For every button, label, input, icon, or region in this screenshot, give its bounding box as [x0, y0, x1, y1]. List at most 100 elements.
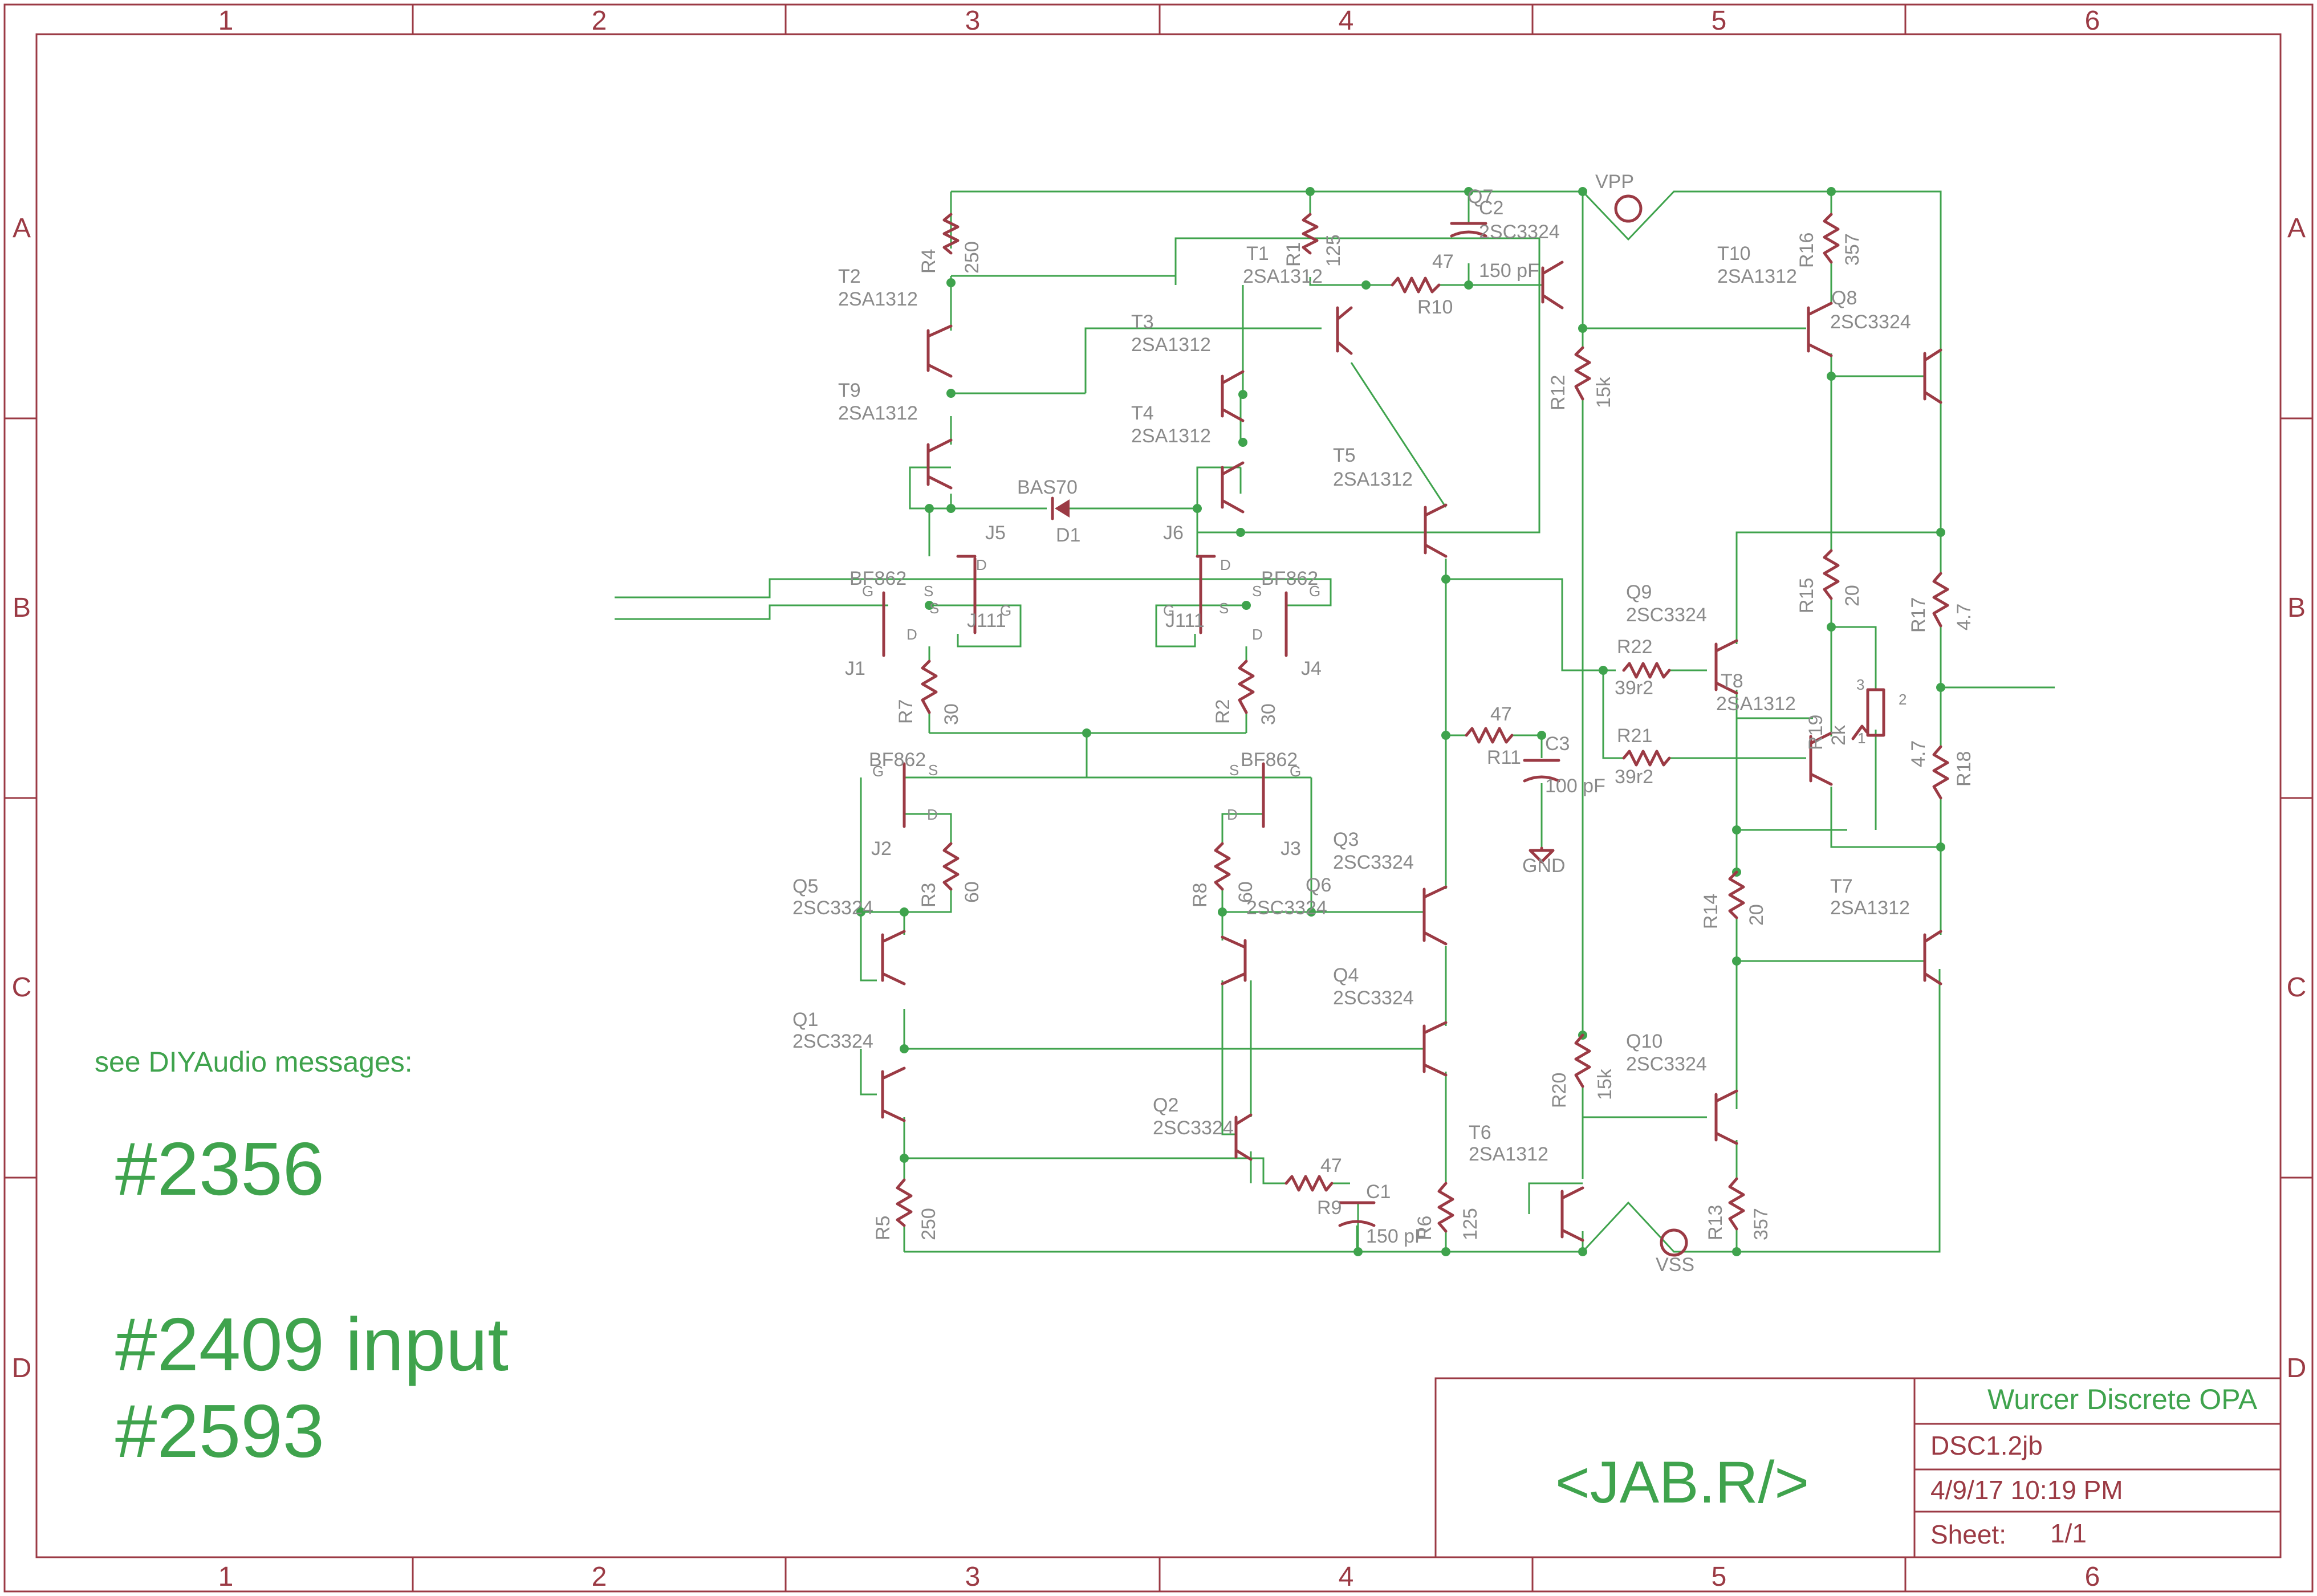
- transistor-q5: [881, 930, 906, 986]
- transistor-t8: [1809, 731, 1833, 786]
- transistor-q2: [1234, 1113, 1253, 1161]
- zone-col-1-bottom: 1: [218, 1562, 234, 1592]
- label-t9-ref: T9: [838, 380, 861, 401]
- zone-row-c-right: C: [2287, 972, 2307, 1003]
- label-r13-ref: R13: [1705, 1205, 1726, 1240]
- sheet-label: Sheet:: [1930, 1520, 2006, 1549]
- label-c3-ref: C3: [1545, 733, 1570, 755]
- drawing-name: DSC1.2jb: [1930, 1431, 2043, 1460]
- pin-j5-g: G: [1000, 602, 1011, 619]
- label-d1-ref: D1: [1056, 524, 1080, 546]
- resistor-r6: [1437, 1182, 1454, 1233]
- resistor-r3: [942, 842, 960, 891]
- label-r17-value: 4.7: [1953, 604, 1975, 630]
- pin-r19-2: 2: [1899, 691, 1907, 708]
- resistor-r10: [1391, 276, 1441, 294]
- label-r1-value: 125: [1323, 234, 1344, 267]
- label-t8-value: 2SA1312: [1716, 693, 1796, 715]
- pin-j3-g: G: [1290, 763, 1301, 780]
- label-c1-value: 150 pF: [1366, 1226, 1426, 1247]
- resistor-r1: [1302, 213, 1319, 255]
- zone-row-a-right: A: [2287, 213, 2306, 243]
- label-q5-value: 2SC3324: [792, 897, 873, 919]
- transistor-t5: [1424, 503, 1448, 558]
- label-j2-ref: J2: [871, 838, 892, 860]
- zone-col-3-bottom: 3: [965, 1562, 981, 1592]
- label-r5-value: 250: [918, 1208, 940, 1240]
- zone-row-b: B: [13, 593, 31, 623]
- transistor-t6: [1560, 1186, 1584, 1242]
- pin-j3-d: D: [1227, 806, 1238, 823]
- zone-row-a: A: [13, 213, 31, 243]
- pin-j2-g: G: [872, 763, 884, 780]
- label-r20-ref: R20: [1548, 1073, 1570, 1108]
- diode-d1: [1051, 496, 1070, 520]
- label-r7-ref: R7: [895, 699, 917, 724]
- transistor-t7: [1923, 930, 1942, 986]
- symbols: [881, 194, 1949, 1257]
- label-t2-ref: T2: [838, 266, 861, 287]
- resistor-r20: [1574, 1033, 1591, 1088]
- transistor-t10: [1923, 348, 1942, 404]
- label-r6-value: 125: [1460, 1208, 1481, 1240]
- label-r18-ref: R18: [1953, 751, 1975, 787]
- label-q1-value: 2SC3324: [792, 1031, 873, 1052]
- label-j6-ref: J6: [1163, 522, 1184, 544]
- transistor-q8: [1807, 302, 1833, 357]
- zone-row-d-right: D: [2287, 1353, 2307, 1383]
- label-c1-ref: C1: [1366, 1181, 1391, 1203]
- capacitor-c3: [1523, 759, 1560, 783]
- signature: <JAB.R/>: [1555, 1450, 1809, 1516]
- zone-col-2: 2: [592, 6, 607, 36]
- zone-col-5: 5: [1712, 6, 1727, 36]
- resistor-r8: [1214, 842, 1231, 891]
- label-r14-value: 20: [1746, 904, 1767, 926]
- label-r16-value: 357: [1842, 233, 1863, 266]
- vpp-terminal: [1614, 194, 1643, 223]
- note-message-3: #2593: [115, 1389, 324, 1473]
- label-j3-ref: J3: [1281, 838, 1301, 860]
- zone-row-c: C: [12, 972, 32, 1003]
- label-q10-ref: Q10: [1626, 1031, 1662, 1052]
- label-d1-value: BAS70: [1017, 477, 1078, 498]
- label-r10-ref: R10: [1417, 296, 1453, 318]
- resistor-r14: [1728, 870, 1745, 919]
- resistor-r9: [1284, 1175, 1334, 1192]
- transistor-q10: [1714, 1089, 1738, 1145]
- drawing-frame: [3, 3, 2314, 1593]
- label-q8-ref: Q8: [1831, 287, 1857, 309]
- zone-col-3: 3: [965, 6, 981, 36]
- label-r12-ref: R12: [1547, 375, 1569, 410]
- label-r19-ref: R19: [1805, 715, 1827, 750]
- title-block: Wurcer Discrete OPA DSC1.2jb 4/9/17 10:1…: [1434, 1377, 2282, 1558]
- resistor-r7: [921, 659, 938, 714]
- transistor-t2: [926, 324, 953, 378]
- title-text: Wurcer Discrete OPA: [1987, 1383, 2258, 1415]
- wires: [615, 190, 2055, 1253]
- label-q6-ref: Q6: [1306, 874, 1331, 896]
- label-q5-ref: Q5: [792, 876, 818, 897]
- pin-j2-s: S: [928, 762, 938, 779]
- resistor-r16: [1823, 213, 1840, 264]
- label-t8-ref: T8: [1721, 670, 1743, 692]
- transistor-q1: [881, 1066, 906, 1122]
- zone-col-4: 4: [1339, 6, 1354, 36]
- label-gnd: GND: [1522, 855, 1566, 877]
- label-c2-value: 150 pF: [1479, 260, 1539, 282]
- label-r5-ref: R5: [872, 1216, 894, 1240]
- label-q3-value: 2SC3324: [1333, 852, 1414, 873]
- label-q4-ref: Q4: [1333, 964, 1359, 986]
- label-r19-value: 2k: [1828, 724, 1849, 746]
- label-r11-value: 47: [1490, 703, 1512, 725]
- sheet-value: 1/1: [2050, 1518, 2087, 1548]
- label-r20-value: 15k: [1594, 1068, 1616, 1100]
- resistor-r17: [1932, 572, 1949, 628]
- label-vss: VSS: [1656, 1254, 1694, 1276]
- pin-r19-1: 1: [1857, 730, 1865, 747]
- resistor-r21: [1622, 750, 1671, 767]
- label-t4-value: 2SA1312: [1131, 425, 1211, 447]
- label-q7-value: 2SC3324: [1479, 221, 1560, 243]
- label-r3-value: 60: [961, 881, 983, 903]
- label-j5-ref: J5: [985, 522, 1006, 544]
